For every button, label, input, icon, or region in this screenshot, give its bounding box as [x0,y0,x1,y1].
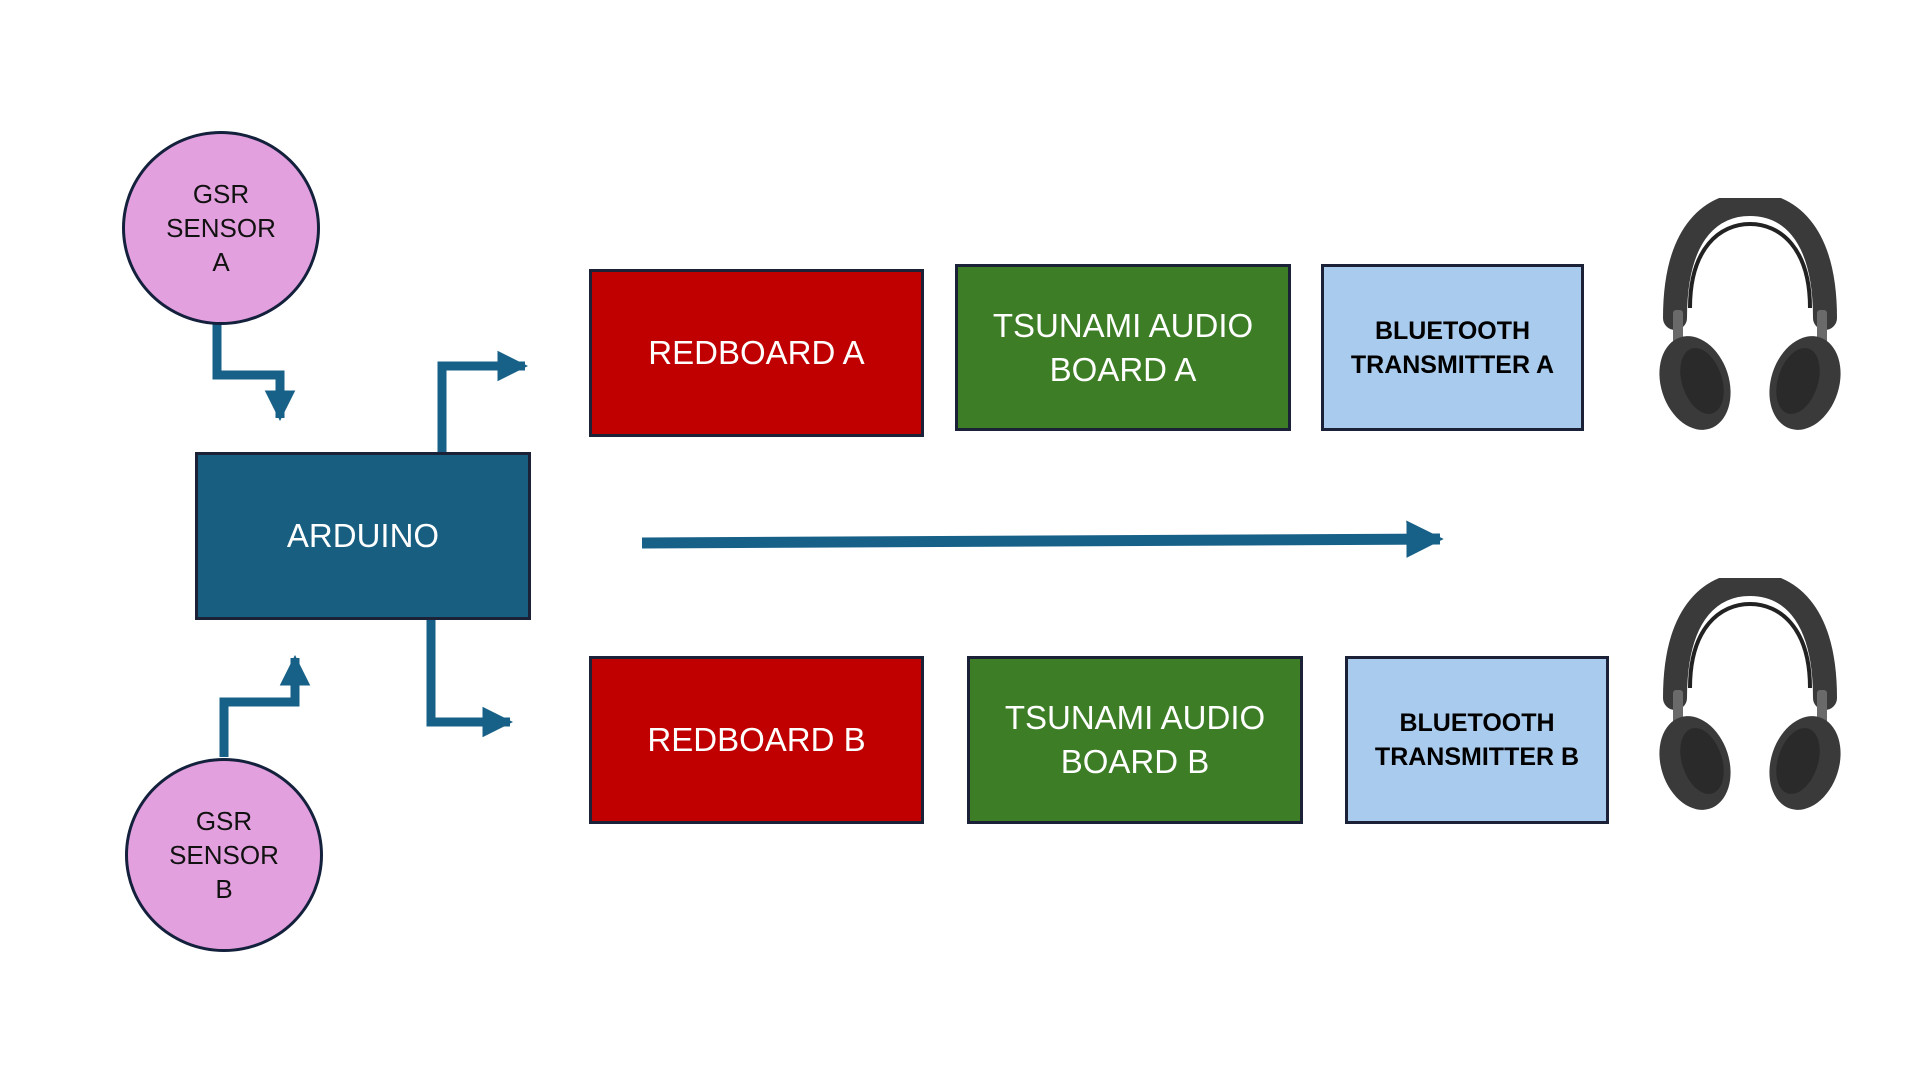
tsunami-a-line-2: BOARD A [1049,350,1197,388]
redboard-a-block: REDBOARD A [589,269,924,437]
gsr-sensor-a-line-2: SENSOR [166,213,276,243]
redboard-b-label: REDBOARD B [647,721,866,758]
gsr-sensor-b-line-3: B [215,874,233,904]
bluetooth-transmitter-a-block: BLUETOOTH TRANSMITTER A [1321,264,1584,431]
gsr-sensor-b-line-2: SENSOR [169,840,279,870]
gsr-sensor-a-line-3: A [212,247,230,277]
arduino-label: ARDUINO [286,517,440,554]
headphones-icon [1659,198,1841,430]
gsr-sensor-a: GSR SENSOR A [122,131,320,325]
bluetooth-a-line-1: BLUETOOTH [1374,316,1531,345]
bluetooth-transmitter-b-block: BLUETOOTH TRANSMITTER B [1345,656,1609,824]
bluetooth-a-line-2: TRANSMITTER A [1350,350,1555,379]
gsr-sensor-b: GSR SENSOR B [125,758,323,952]
arrow-sensor-b-to-arduino [219,654,311,757]
arduino-block: ARDUINO [195,452,531,620]
tsunami-a-line-1: TSUNAMI AUDIO [992,306,1254,344]
arrow-arduino-to-redboard-a [437,350,529,452]
arrow-signal-flow [641,520,1444,558]
bluetooth-b-line-2: TRANSMITTER B [1374,743,1580,771]
headphones-icon [1659,578,1841,810]
redboard-b-block: REDBOARD B [589,656,924,824]
gsr-sensor-b-line-1: GSR [195,806,253,836]
bluetooth-b-line-1: BLUETOOTH [1399,709,1555,737]
tsunami-b-line-1: TSUNAMI AUDIO [1004,699,1266,736]
arrow-sensor-a-to-arduino [212,324,296,422]
arrow-arduino-to-redboard-b [426,620,514,738]
tsunami-audio-board-a-block: TSUNAMI AUDIO BOARD A [955,264,1291,431]
tsunami-b-line-2: BOARD B [1060,743,1210,780]
gsr-sensor-a-line-1: GSR [192,179,250,209]
redboard-a-label: REDBOARD A [648,334,865,371]
tsunami-audio-board-b-block: TSUNAMI AUDIO BOARD B [967,656,1303,824]
